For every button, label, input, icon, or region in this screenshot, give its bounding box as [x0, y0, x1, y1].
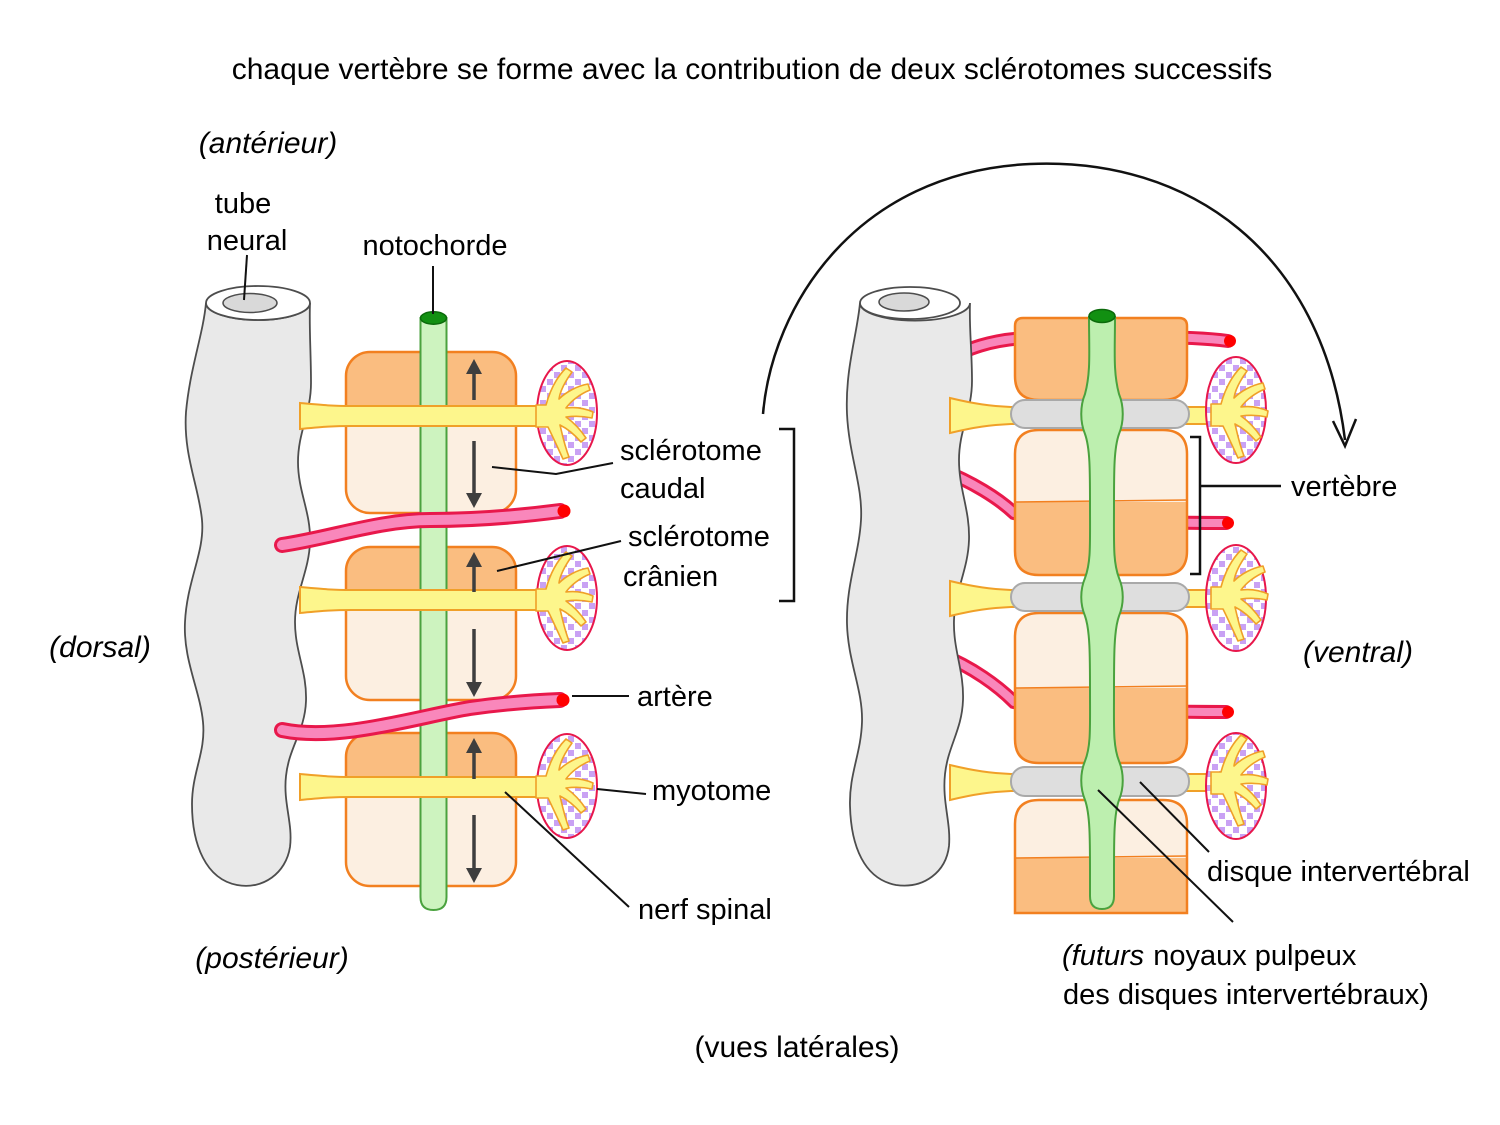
myotome-2 — [1205, 544, 1269, 652]
disque-pointer — [1139, 781, 1210, 853]
label-nerf-spinal: nerf spinal — [638, 894, 772, 926]
label-futurs-noyaux-line1: (futurs noyaux pulpeux — [1062, 940, 1357, 972]
label-ventral: (ventral) — [1303, 636, 1413, 669]
label-futurs-italic: (futurs — [1062, 940, 1144, 972]
label-anterieur: (antérieur) — [199, 127, 337, 160]
myotome-1 — [535, 360, 598, 466]
right-diagram-vertebra-stage — [761, 162, 1358, 915]
artery-tip — [1222, 706, 1234, 718]
neural-tube-body — [845, 302, 973, 887]
label-sclerotome-cranien-line2: crânien — [623, 561, 718, 593]
myotome-1 — [1205, 356, 1269, 464]
label-posterieur: (postérieur) — [195, 942, 348, 975]
label-tube-neural-line2: neural — [207, 225, 288, 257]
annotation-lines — [243, 254, 1281, 923]
spinal-nerve-3 — [299, 772, 538, 802]
label-futurs-rest: noyaux pulpeux — [1153, 940, 1357, 972]
label-sclerotome-caudal-line1: sclérotome — [620, 435, 762, 467]
label-artere: artère — [637, 681, 713, 713]
label-disque-intervertebral: disque intervertébral — [1207, 856, 1470, 888]
nerf-spinal-pointer — [504, 791, 630, 908]
transformation-arc-arrow — [761, 162, 1358, 450]
artery-tip — [556, 693, 570, 707]
artery-tip — [1222, 517, 1234, 529]
myotome-pointer — [596, 788, 647, 795]
artery-left-2 — [274, 692, 570, 742]
label-vues-laterales: (vues latérales) — [694, 1031, 899, 1064]
resegmentation-arrows — [466, 359, 482, 883]
label-dorsal: (dorsal) — [49, 631, 151, 664]
neural-tube-body — [184, 302, 312, 887]
myotome-3 — [535, 733, 598, 839]
artery-left-1 — [274, 503, 571, 553]
notochord-top-cap — [1088, 308, 1116, 324]
artery-tip — [557, 504, 571, 518]
myotome-2 — [535, 545, 598, 651]
tube-neural-pointer — [243, 254, 248, 301]
neural-tube-right — [845, 286, 973, 887]
diagram-title: chaque vertèbre se forme avec la contrib… — [232, 53, 1273, 86]
neural-tube-lumen — [222, 292, 278, 314]
futurs-noyaux-pointer — [1097, 789, 1234, 923]
label-sclerotome-caudal-line2: caudal — [620, 473, 705, 505]
sclerotome-caudal-pointer — [491, 462, 614, 476]
sclerotome-bracket — [779, 427, 796, 603]
neural-tube-lumen — [878, 292, 930, 312]
myotome-3 — [1205, 732, 1269, 840]
left-diagram-somite-stage — [184, 285, 598, 912]
notochord-right — [1080, 308, 1124, 911]
label-notochorde: notochorde — [362, 230, 507, 262]
label-futurs-noyaux-line2: des disques intervertébraux) — [1063, 979, 1429, 1011]
notochord-left — [419, 311, 448, 912]
spinal-nerve-2 — [299, 585, 538, 615]
spinal-nerve-1 — [299, 401, 538, 431]
label-vertebre: vertèbre — [1291, 471, 1397, 503]
sclerotome-cranien-pointer — [496, 540, 622, 572]
artery-tip — [1224, 335, 1236, 347]
neural-tube-left — [184, 285, 312, 887]
vertebre-bracket — [1190, 435, 1202, 576]
label-tube-neural-line1: tube — [215, 188, 271, 220]
label-myotome: myotome — [652, 775, 771, 807]
label-sclerotome-cranien-line1: sclérotome — [628, 521, 770, 553]
